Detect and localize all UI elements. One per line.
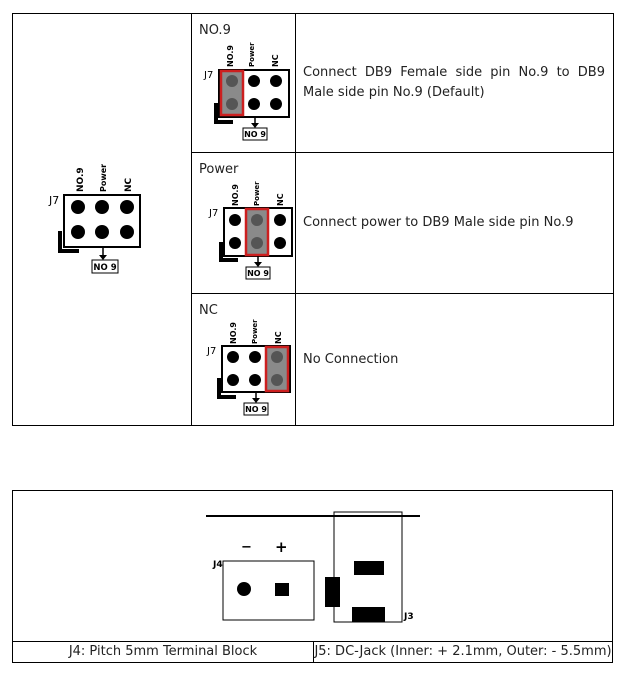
tag-label: NO 9 [93, 263, 116, 273]
j4-square-pad [275, 583, 289, 596]
option-cell-no9: NO.9 J7 NO.9 Power NC NO 9 [191, 13, 296, 153]
jumper-diagram-power: J7 NO.9 Power NC NO 9 [208, 181, 293, 280]
jumper-settings-table: J7 NO.9 Power NC NO 9 NO.9 J7 [12, 13, 614, 426]
pin1-marker [219, 242, 238, 262]
j4-label: J4 [212, 560, 223, 570]
pin [95, 225, 109, 239]
j7-header-diagram: J7 NO.9 Power NC NO 9 [48, 164, 141, 274]
pin-label-nc: NC [124, 177, 134, 192]
pin [229, 237, 241, 249]
pin [229, 214, 241, 226]
pin [270, 75, 282, 87]
jumper-diagram-no9: J7 NO.9 Power NC NO 9 [203, 42, 290, 141]
tag-box [243, 402, 269, 416]
pin-label-nc: NC [274, 331, 283, 344]
j7-label: J7 [203, 70, 213, 81]
pin [271, 374, 283, 386]
j4-terminal-block [222, 560, 315, 621]
pin1-marker [58, 231, 79, 253]
arrow-head [251, 123, 259, 128]
j7-label: J7 [48, 194, 59, 207]
pin [248, 98, 260, 110]
connector-figure-box: − + J4 J3 J4: Pitch 5mm Terminal Block J… [12, 490, 613, 663]
option-description-nc: No Connection [303, 351, 399, 367]
pin-label-power: Power [251, 319, 259, 344]
minus-sign: − [241, 540, 252, 555]
tag-label: NO 9 [244, 130, 266, 139]
description-cell-nc: No Connection [295, 293, 614, 426]
header-outline [63, 194, 141, 248]
j7-label: J7 [206, 346, 216, 357]
pin-label-nc: NC [276, 193, 285, 206]
pin [271, 351, 283, 363]
pin [274, 214, 286, 226]
arrow-head [99, 255, 107, 260]
pin-label-no9: NO.9 [229, 322, 238, 344]
j5-caption: J5: DC-Jack (Inner: + 2.1mm, Outer: - 5.… [314, 644, 612, 659]
pin [251, 237, 263, 249]
option-cell-nc: NC J7 NO.9 Power NC NO 9 [191, 293, 296, 426]
pin [270, 98, 282, 110]
pin [226, 98, 238, 110]
pin-label-power: Power [253, 181, 261, 206]
pin [227, 374, 239, 386]
pin [95, 200, 109, 214]
tag-label: NO 9 [245, 405, 267, 414]
arrow-head [252, 398, 260, 403]
option-name-no9: NO.9 [199, 23, 231, 38]
pin [227, 351, 239, 363]
pin-label-no9: NO.9 [76, 167, 86, 192]
pin1-marker [214, 103, 233, 124]
plus-sign: + [275, 538, 288, 556]
option-name-power: Power [199, 162, 239, 177]
pin [71, 225, 85, 239]
tag-box [91, 259, 119, 274]
option-description-no9: Connect DB9 Female side pin No.9 to DB9 … [303, 65, 605, 100]
j3-pad-top [354, 561, 384, 575]
pin [274, 237, 286, 249]
j7-label: J7 [208, 208, 218, 219]
j4-caption: J4: Pitch 5mm Terminal Block [13, 642, 314, 662]
pin-label-no9: NO.9 [231, 184, 240, 206]
jumper-diagram-nc: J7 NO.9 Power NC NO 9 [206, 319, 291, 416]
pin-label-power: Power [248, 42, 256, 67]
pin [248, 75, 260, 87]
pin [251, 214, 263, 226]
pin [120, 225, 134, 239]
description-cell-no9: Connect DB9 Female side pin No.9 to DB9 … [295, 13, 614, 153]
tag-box [242, 127, 268, 141]
pin [249, 351, 261, 363]
arrow-head [254, 262, 262, 267]
j3-pad-bottom [352, 607, 385, 622]
pin [226, 75, 238, 87]
description-cell-power: Connect power to DB9 Male side pin No.9 [295, 152, 614, 294]
pin [249, 374, 261, 386]
pin-label-no9: NO.9 [226, 45, 235, 67]
tag-box [245, 266, 271, 280]
pin1-marker [217, 378, 236, 399]
connector-diagram: − + J4 J3 [206, 511, 420, 623]
j4-round-pad [237, 582, 251, 596]
pin-label-power: Power [99, 164, 108, 192]
option-description-power: Connect power to DB9 Male side pin No.9 [303, 215, 574, 230]
caption-row: J4: Pitch 5mm Terminal Block J5: DC-Jack… [13, 641, 612, 662]
tag-label: NO 9 [247, 269, 269, 278]
option-cell-power: Power J7 NO.9 Power NC NO 9 [191, 152, 296, 294]
j3-pad-side [325, 577, 340, 607]
pin [71, 200, 85, 214]
header-outline [218, 69, 290, 118]
j3-label: J3 [403, 612, 414, 622]
pin [120, 200, 134, 214]
default-header-cell: J7 NO.9 Power NC NO 9 [12, 13, 192, 426]
pin-label-nc: NC [271, 54, 280, 67]
option-name-nc: NC [199, 303, 218, 318]
